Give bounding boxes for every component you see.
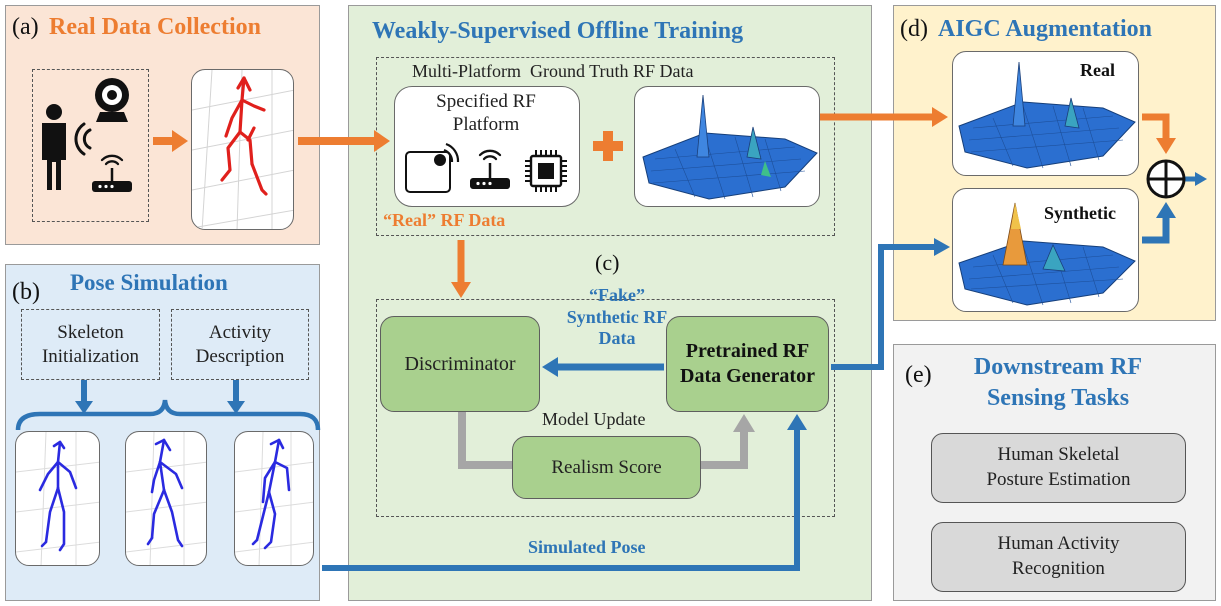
panel-c-marker: (c) (595, 250, 620, 275)
panel-e-marker: (e) (905, 362, 932, 388)
panel-a-marker: (a) (12, 14, 39, 40)
activity-recognition-task-box[interactable]: Human Activity Recognition (931, 522, 1186, 592)
collection-scene-box (32, 69, 149, 222)
rf-surface-plot (958, 202, 1136, 306)
pose-skeleton-image-1 (15, 431, 100, 566)
platform-label: Specified RF Platform (436, 91, 536, 135)
panel-b-marker: (b) (12, 279, 40, 305)
task1-label: Human Skeletal Posture Estimation (986, 444, 1131, 490)
chip-icon (525, 150, 567, 192)
realism-score-label: Realism Score (551, 456, 662, 478)
simulated-pose-label: Simulated Pose (528, 537, 646, 557)
synthetic-rf-surface-image (952, 188, 1139, 312)
real-rf-surface-image (952, 51, 1139, 176)
captured-skeleton-image (191, 69, 294, 230)
generator-label: Pretrained RF Data Generator (680, 340, 815, 387)
blue-skeleton-icon (126, 432, 206, 565)
gan-training-region (376, 299, 835, 517)
real-data-collection-title: Real Data Collection (49, 14, 261, 40)
pose-skeleton-image-2 (125, 431, 207, 566)
model-update-label: Model Update (542, 409, 646, 429)
router-icon (92, 154, 132, 192)
discriminator-box[interactable]: Discriminator (380, 316, 540, 412)
plus-icon (593, 131, 623, 161)
offline-training-title: Weakly-Supervised Offline Training (372, 18, 744, 44)
orange-arrows (153, 107, 1176, 298)
activity-description-label: Activity Description (195, 321, 285, 367)
model-update-arrows (458, 412, 755, 469)
red-skeleton-icon (192, 70, 293, 229)
real-rf-data-label: “Real” RF Data (383, 210, 506, 230)
sum-icon (1146, 159, 1186, 199)
fake-synthetic-rf-data-label: “Fake” Synthetic RF Data (566, 285, 668, 349)
rf-surface-plot (958, 61, 1136, 169)
skeleton-initialization-label: Skeleton Initialization (41, 321, 140, 367)
task2-label: Human Activity Recognition (997, 533, 1120, 579)
blue-skeleton-icon (16, 432, 99, 565)
pose-simulation-title: Pose Simulation (70, 270, 228, 295)
aigc-augmentation-title: AIGC Augmentation (938, 16, 1153, 42)
webcam-icon (95, 78, 129, 122)
rf-surface-plot (642, 94, 818, 200)
ground-truth-rf-surface-image (634, 86, 820, 207)
wifi-signal-icon (74, 122, 92, 156)
blue-arrows (75, 172, 1207, 571)
realism-score-box[interactable]: Realism Score (512, 436, 701, 499)
rf-data-generator-box[interactable]: Pretrained RF Data Generator (666, 316, 829, 412)
downstream-tasks-title: Downstream RF Sensing Tasks (973, 354, 1143, 412)
panel-d-marker: (d) (900, 16, 928, 42)
blue-skeleton-icon (235, 432, 313, 565)
person-icon (42, 104, 66, 190)
activity-description-box: Activity Description (171, 309, 309, 380)
router-icon (470, 149, 510, 189)
synthetic-label: Synthetic (1044, 203, 1116, 223)
pose-skeleton-image-3 (234, 431, 314, 566)
rfid-icon (405, 142, 460, 193)
ground-truth-caption: Multi-Platform Ground Truth RF Data (412, 61, 694, 81)
real-label: Real (1080, 60, 1115, 80)
skeleton-initialization-box: Skeleton Initialization (21, 309, 160, 380)
skeletal-posture-task-box[interactable]: Human Skeletal Posture Estimation (931, 433, 1186, 503)
discriminator-label: Discriminator (404, 352, 516, 375)
pose-brace-icon (15, 399, 321, 431)
